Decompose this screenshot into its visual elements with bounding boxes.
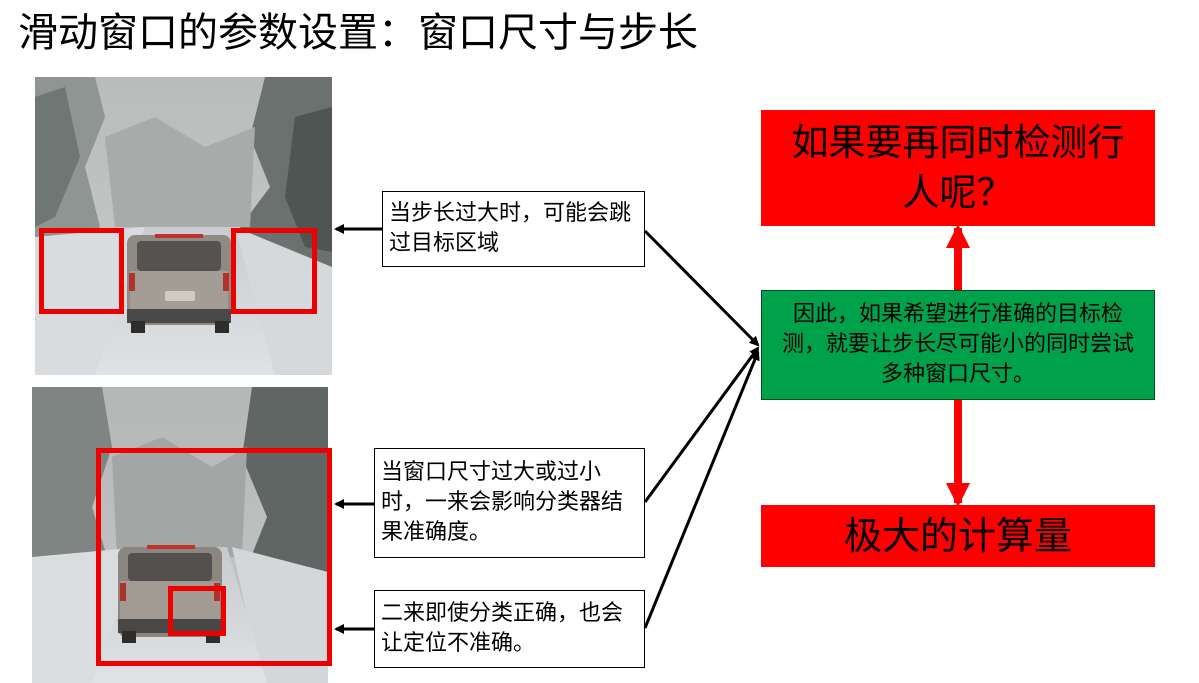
arrow-locate-to-conclusion: [643, 350, 760, 629]
result-box: 极大的计算量: [761, 505, 1155, 567]
note-step-size-text: 当步长过大时，可能会跳过目标区域: [389, 201, 632, 256]
note-localization: 二来即使分类正确，也会让定位不准确。: [374, 590, 645, 668]
note-window-size: 当窗口尺寸过大或过小时，一来会影响分类器结果准确度。: [374, 448, 645, 558]
window-box-large: [96, 448, 332, 666]
window-box-left: [39, 228, 124, 314]
conclusion-text: 因此，如果希望进行准确的目标检测，就要让步长尽可能小的同时尝试多种窗口尺寸。: [781, 302, 1134, 387]
note-window-size-text: 当窗口尺寸过大或过小时，一来会影响分类器结果准确度。: [381, 460, 624, 545]
arrow-size-to-conclusion: [643, 346, 760, 503]
snowy-road-car-photo-size: [32, 387, 328, 683]
note-step-size: 当步长过大时，可能会跳过目标区域: [382, 191, 645, 267]
conclusion-box: 因此，如果希望进行准确的目标检测，就要让步长尽可能小的同时尝试多种窗口尺寸。: [761, 290, 1155, 400]
note-localization-text: 二来即使分类正确，也会让定位不准确。: [381, 601, 624, 656]
arrow-step-to-conclusion: [643, 229, 760, 347]
question-text: 如果要再同时检测行人呢？: [791, 121, 1125, 214]
window-box-small: [168, 586, 226, 636]
window-box-right: [231, 228, 317, 314]
question-box: 如果要再同时检测行人呢？: [761, 110, 1155, 226]
result-text: 极大的计算量: [843, 514, 1072, 558]
snowy-road-car-photo-step: [35, 77, 332, 375]
slide-title: 滑动窗口的参数设置：窗口尺寸与步长: [18, 10, 698, 56]
